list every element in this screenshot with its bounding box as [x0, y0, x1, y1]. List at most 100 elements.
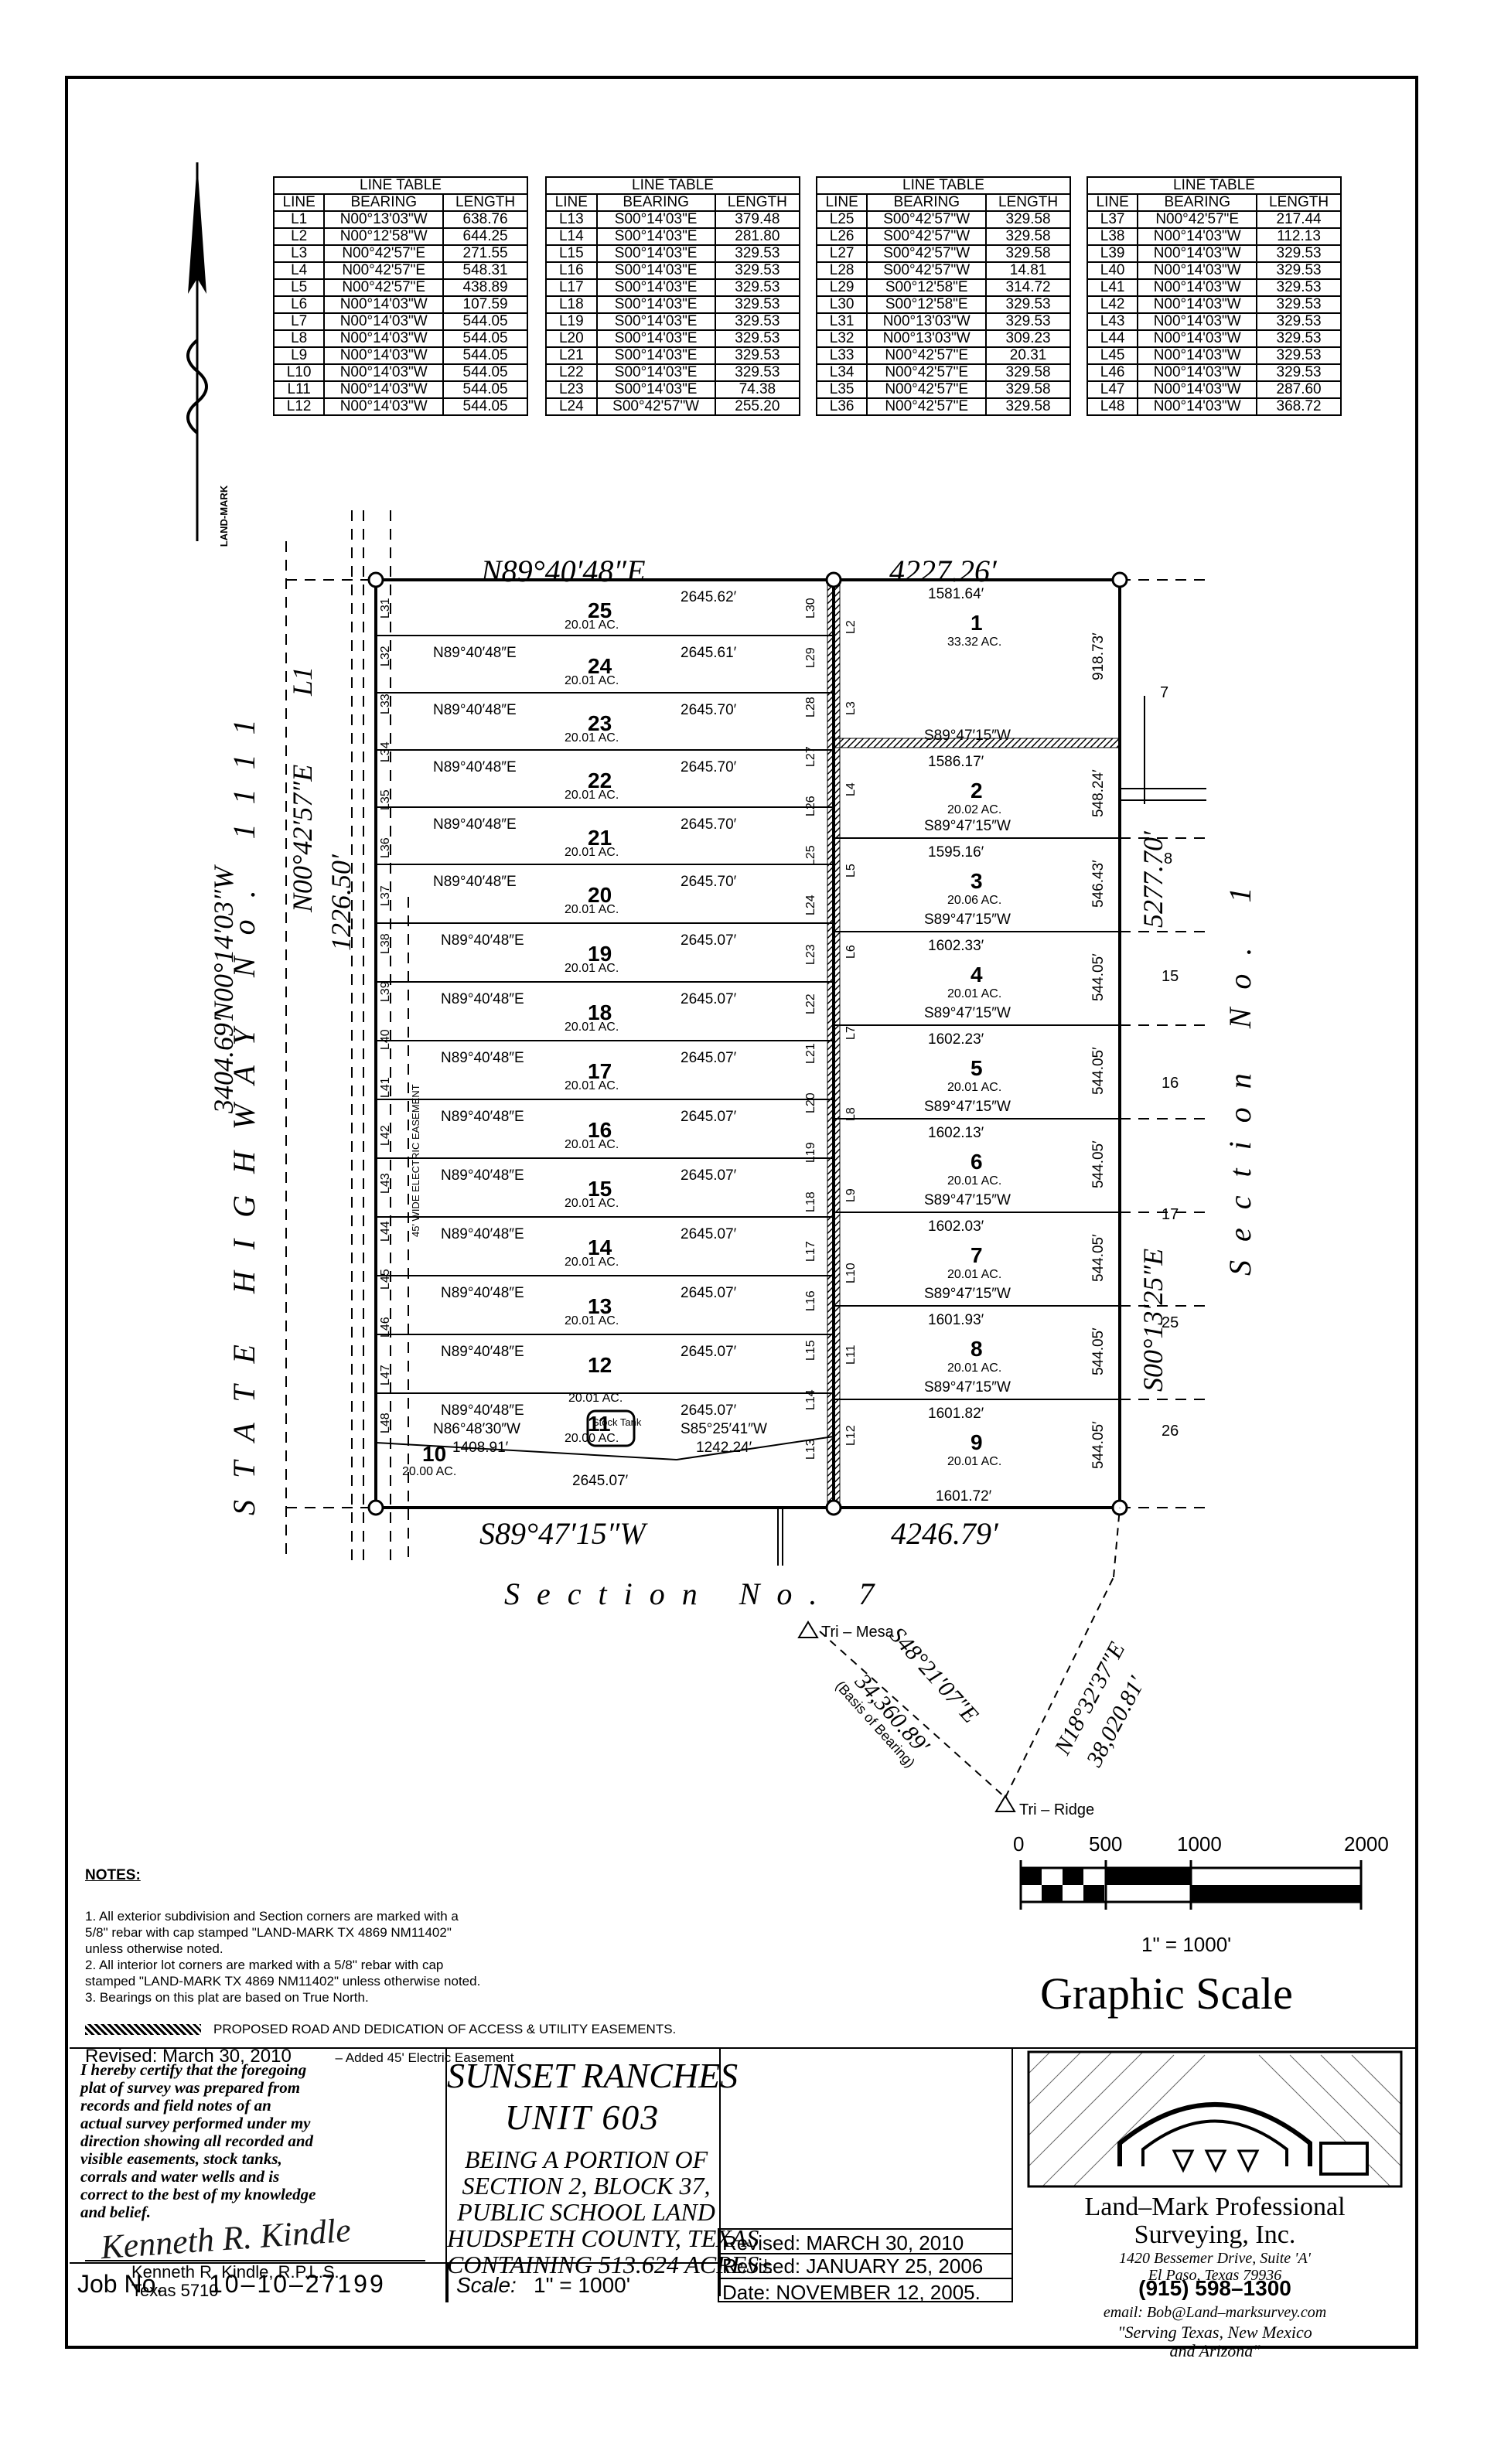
lot-distance: 1242.24′ [696, 1440, 752, 1456]
lot-side-distance: 544.05′ [1090, 1047, 1107, 1095]
table-cell: N00°14'03"W [323, 397, 445, 416]
lot-distance: 2645.70′ [681, 702, 737, 718]
lot-bearing: N86°48′30″W [433, 1421, 520, 1437]
lot-acreage: 33.32 AC. [947, 636, 1002, 649]
table-cell: S00°14'03"E [595, 380, 716, 399]
line-label: L25 [804, 845, 817, 866]
line-table-header: LENGTH [985, 193, 1071, 212]
table-cell: L14 [545, 227, 598, 246]
company-tagline: "Serving Texas, New Mexico [1117, 2323, 1312, 2342]
note-line: 5/8" rebar with cap stamped "LAND-MARK T… [85, 1925, 452, 1940]
lot-acreage: 20.01 AC. [565, 1021, 619, 1034]
hatch-legend-icon [85, 2023, 201, 2035]
line-label: L45 [379, 1269, 392, 1290]
table-cell: N00°42'57"E [323, 278, 445, 297]
line-table-header: BEARING [1137, 193, 1258, 212]
scale-value: 1" = 1000' [534, 2273, 631, 2297]
line-label: L5 [844, 864, 858, 878]
corner-marker-icon [825, 571, 842, 588]
certificate-line: corrals and water wells and is [80, 2167, 280, 2186]
scale-tick-1000: 1000 [1177, 1832, 1222, 1856]
left-upper-distance: 1226.50′ [326, 854, 356, 951]
table-cell: 329.53 [1256, 312, 1342, 331]
footer-row: Job No. 10–10–27199 Scale: 1" = 1000' [70, 2262, 718, 2302]
job-label: Job No. [77, 2270, 163, 2298]
line-label: L13 [804, 1439, 817, 1460]
table-cell: L29 [815, 278, 868, 297]
table-cell: L40 [1086, 261, 1139, 280]
table-cell: S00°14'03"E [595, 346, 716, 365]
table-cell: L4 [272, 261, 326, 280]
lot-bearing: N89°40′48″E [441, 1050, 524, 1066]
table-cell: 281.80 [714, 227, 801, 246]
table-cell: L16 [545, 261, 598, 280]
lot-bearing: S89°47′15″W [924, 1005, 1011, 1021]
lot-acreage: 20.01 AC. [565, 731, 619, 745]
lot-number: 6 [971, 1150, 983, 1174]
line-label: L35 [379, 789, 392, 810]
line-label: L11 [844, 1344, 858, 1365]
table-cell: N00°13'03"W [866, 329, 988, 348]
lot-acreage: 20.01 AC. [565, 962, 619, 975]
table-cell: 329.53 [985, 295, 1071, 314]
table-cell: 271.55 [442, 244, 528, 263]
dates-box: Revised: MARCH 30, 2010 Revised: JANUARY… [718, 2228, 1013, 2304]
adjacent-lot-number: 8 [1164, 850, 1173, 867]
lot-bearing: S89°47′15″W [924, 728, 1011, 744]
line-label: L27 [804, 746, 817, 767]
certificate-line: plat of survey was prepared from [80, 2078, 301, 2097]
line-label: L19 [804, 1142, 817, 1163]
line-label: L4 [844, 782, 858, 796]
table-cell: S00°12'58"E [866, 278, 988, 297]
table-cell: 329.53 [1256, 244, 1342, 263]
table-cell: 217.44 [1256, 210, 1342, 229]
table-cell: L6 [272, 295, 326, 314]
lot-distance: 1601.72′ [936, 1488, 992, 1505]
left-upper-label: L1 [287, 666, 318, 696]
lot-number: 2 [971, 779, 983, 803]
top-distance: 4227.26′ [889, 554, 997, 588]
north-arrow-icon [186, 162, 208, 541]
footer-divider [447, 2264, 449, 2302]
line-table-title: LINE TABLE [1087, 176, 1342, 195]
corner-marker-icon [367, 1499, 384, 1516]
table-cell: L23 [545, 380, 598, 399]
lot-bearing: N89°40′48″E [441, 1226, 524, 1242]
company-name-2: Surveying, Inc. [1134, 2220, 1296, 2249]
stock-tank-icon [586, 1409, 636, 1447]
legal-description-line: HUDSPETH COUNTY, TEXAS [447, 2224, 759, 2252]
lot-distance: 2645.07′ [681, 1402, 737, 1419]
lot-acreage: 20.01 AC. [565, 846, 619, 859]
table-cell: N00°14'03"W [1137, 278, 1258, 297]
line-table-header: LENGTH [442, 193, 528, 212]
lot-number: 21 [588, 826, 612, 850]
lot-distance: 1602.23′ [928, 1031, 984, 1048]
job-number: 10–10–27199 [209, 2270, 386, 2298]
table-cell: S00°12'58"E [866, 295, 988, 314]
table-cell: N00°42'57"E [323, 244, 445, 263]
lot-acreage: 20.01 AC. [947, 987, 1002, 1000]
line-label: L9 [844, 1188, 858, 1202]
table-cell: 329.58 [985, 210, 1071, 229]
table-cell: 329.53 [714, 346, 801, 365]
table-cell: L2 [272, 227, 326, 246]
lot-number: 5 [971, 1056, 983, 1080]
corner-marker-icon [825, 1499, 842, 1516]
lot-distance: 2645.70′ [681, 874, 737, 890]
surveyor-name: Kenneth R. Kindle, R.P.L.S. [131, 2262, 339, 2282]
table-cell: L5 [272, 278, 326, 297]
lot-bearing: S89°47′15″W [924, 1192, 1011, 1208]
table-cell: L10 [272, 363, 326, 382]
lot-acreage: 20.01 AC. [947, 1174, 1002, 1188]
line-table-header: BEARING [595, 193, 716, 212]
